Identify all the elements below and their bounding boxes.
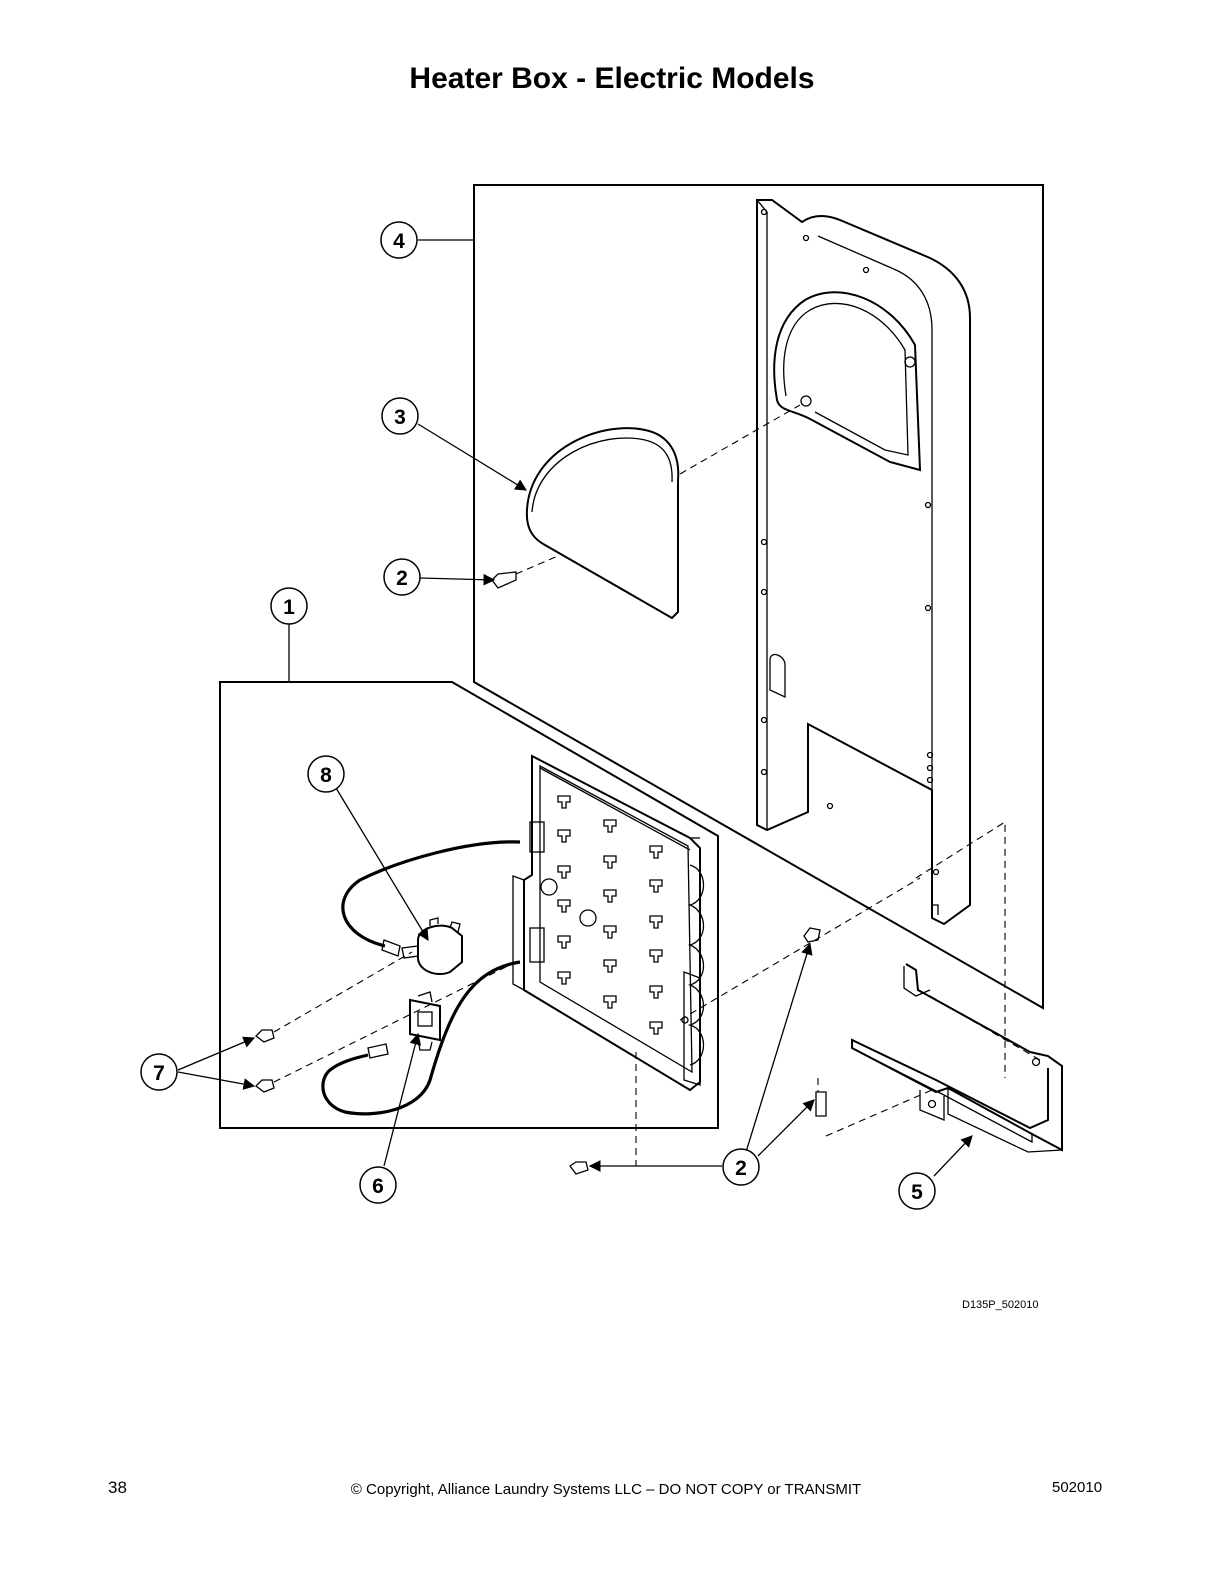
document-number: 502010 [1052,1479,1103,1496]
svg-text:8: 8 [320,764,332,787]
callout-2b: 2 [722,1148,760,1186]
callout-3: 3 [381,397,419,435]
alignment-lines [273,404,1041,1167]
svg-text:2: 2 [735,1157,747,1180]
copyright-notice: © Copyright, Alliance Laundry Systems LL… [350,1481,862,1498]
thermostat [401,917,463,976]
grille-cover [525,427,680,620]
svg-text:3: 3 [394,406,406,429]
heater-box-panel [756,199,971,926]
callout-7: 7 [140,1053,178,1091]
callout-5: 5 [898,1172,936,1210]
callout-2a: 2 [383,558,421,596]
callout-1: 1 [270,587,308,625]
assembly-4-outline [473,184,1044,1010]
leader-lines [177,239,973,1177]
callout-6: 6 [359,1166,397,1204]
bracket [851,963,1063,1153]
page-title: Heater Box - Electric Models [409,62,815,95]
heater-element [512,754,704,1092]
svg-text:4: 4 [393,230,405,253]
assembly-1-outline [219,681,719,1129]
high-limit-thermostat [409,991,441,1051]
callout-8: 8 [307,755,345,793]
callout-4: 4 [380,221,418,259]
svg-text:5: 5 [911,1181,923,1204]
svg-text:7: 7 [153,1062,165,1085]
svg-text:2: 2 [396,567,408,590]
drawing-id: D135P_502010 [962,1299,1039,1311]
svg-text:1: 1 [283,596,295,619]
svg-text:6: 6 [372,1175,384,1198]
wire-lower [321,960,521,1116]
screws [255,571,827,1175]
wire-upper [341,840,521,948]
page-number: 38 [108,1478,127,1497]
